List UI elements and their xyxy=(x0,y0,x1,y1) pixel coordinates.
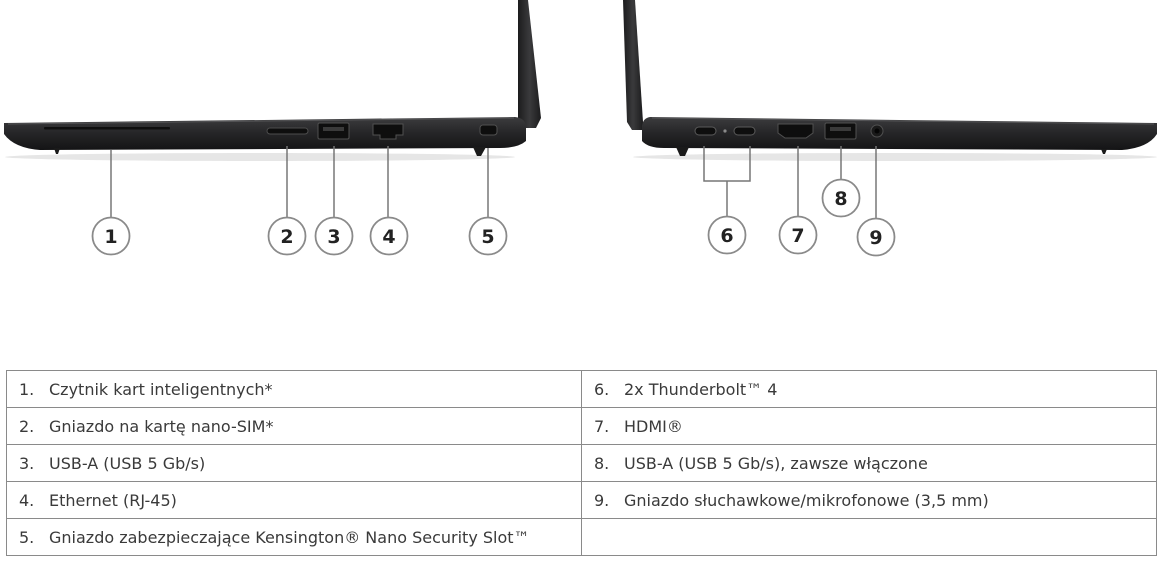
port-cell-4: 4. Ethernet (RJ-45) xyxy=(6,481,582,519)
callout-number-8: 8 xyxy=(834,188,847,210)
table-row: 2. Gniazdo na kartę nano-SIM* 7. HDMI® xyxy=(6,407,1157,445)
port-number: 1. xyxy=(19,379,35,399)
port-label: Gniazdo zabezpieczające Kensington® Nano… xyxy=(49,527,530,547)
port-number: 5. xyxy=(19,527,35,547)
port-label: USB-A (USB 5 Gb/s), zawsze włączone xyxy=(624,453,928,473)
base-left xyxy=(4,117,526,150)
callout-number-9: 9 xyxy=(869,227,882,249)
port-number: 8. xyxy=(594,453,610,473)
port-number: 2. xyxy=(19,416,35,436)
callout-1: 1 xyxy=(91,216,131,256)
foot-left-front xyxy=(54,148,60,154)
callout-7: 7 xyxy=(778,215,818,255)
lid-right xyxy=(623,0,643,130)
hdmi-port xyxy=(777,123,814,139)
callout-8: 8 xyxy=(821,178,861,218)
leader-6-bracket xyxy=(703,146,751,182)
callout-ring-9 xyxy=(856,217,896,257)
callout-4: 4 xyxy=(369,216,409,256)
port-number: 6. xyxy=(594,379,610,399)
lid-left xyxy=(518,0,541,128)
base-left-edge xyxy=(7,117,515,125)
usb-a-tongue-left xyxy=(323,127,344,131)
port-cell-2: 2. Gniazdo na kartę nano-SIM* xyxy=(6,407,582,445)
callout-6: 6 xyxy=(707,215,747,255)
callout-9: 9 xyxy=(856,217,896,257)
callout-number-4: 4 xyxy=(382,226,395,248)
port-number: 7. xyxy=(594,416,610,436)
base-right-edge xyxy=(651,117,1155,125)
kensington-slot xyxy=(479,124,498,136)
port-label: Ethernet (RJ-45) xyxy=(49,490,177,510)
port-number: 4. xyxy=(19,490,35,510)
port-cell-3: 3. USB-A (USB 5 Gb/s) xyxy=(6,444,582,482)
port-label: 2x Thunderbolt™ 4 xyxy=(624,379,778,399)
callout-2: 2 xyxy=(267,216,307,256)
port-cell-5: 5. Gniazdo zabezpieczające Kensington® Na… xyxy=(6,518,582,556)
callout-number-1: 1 xyxy=(104,226,117,248)
callout-5: 5 xyxy=(468,216,508,256)
port-label: Czytnik kart inteligentnych* xyxy=(49,379,273,399)
laptop-port-diagram: 1 2 3 4 5 6 7 8 9 xyxy=(4,0,1157,257)
base-right xyxy=(642,117,1157,150)
callout-ring-6 xyxy=(707,215,747,255)
callout-number-6: 6 xyxy=(720,225,733,247)
callout-ring-8 xyxy=(821,178,861,218)
thunderbolt-port-2 xyxy=(733,126,756,136)
callout-ring-1 xyxy=(91,216,131,256)
port-number: 3. xyxy=(19,453,35,473)
nano-sim-slot xyxy=(266,127,309,135)
usb-a-tongue-right xyxy=(830,127,851,131)
port-cell-9: 9. Gniazdo słuchawkowe/mikrofonowe (3,5 m… xyxy=(581,481,1157,519)
table-row: 3. USB-A (USB 5 Gb/s) 8. USB-A (USB 5 Gb/s… xyxy=(6,444,1157,482)
leader-lines xyxy=(110,146,877,218)
callout-number-2: 2 xyxy=(280,226,293,248)
port-legend-table: 1. Czytnik kart inteligentnych* 6. 2x Thun… xyxy=(6,370,1157,556)
shadow-left xyxy=(5,153,515,161)
port-label: Gniazdo na kartę nano-SIM* xyxy=(49,416,274,436)
callout-ring-7 xyxy=(778,215,818,255)
table-row: 5. Gniazdo zabezpieczające Kensington® Na… xyxy=(6,518,1157,556)
port-label: HDMI® xyxy=(624,416,683,436)
smart-card-slot xyxy=(44,127,170,130)
laptop-left-side xyxy=(4,0,541,161)
callout-3: 3 xyxy=(314,216,354,256)
port-label: Gniazdo słuchawkowe/mikrofonowe (3,5 mm) xyxy=(624,490,989,510)
port-cell-6: 6. 2x Thunderbolt™ 4 xyxy=(581,370,1157,408)
callout-number-3: 3 xyxy=(327,226,340,248)
foot-right-rear xyxy=(676,147,689,156)
audio-jack-hole xyxy=(874,128,880,134)
shadow-right xyxy=(633,153,1157,161)
port-cell-empty xyxy=(581,518,1157,556)
port-cell-8: 8. USB-A (USB 5 Gb/s), zawsze włączone xyxy=(581,444,1157,482)
port-label: USB-A (USB 5 Gb/s) xyxy=(49,453,206,473)
table-row: 1. Czytnik kart inteligentnych* 6. 2x Thun… xyxy=(6,370,1157,408)
table-row: 4. Ethernet (RJ-45) 9. Gniazdo słuchawkowe… xyxy=(6,481,1157,519)
callout-ring-3 xyxy=(314,216,354,256)
ethernet-port xyxy=(372,123,404,140)
callout-ring-2 xyxy=(267,216,307,256)
callout-number-7: 7 xyxy=(791,225,804,247)
laptop-right-side xyxy=(623,0,1157,161)
thunderbolt-port-1 xyxy=(694,126,717,136)
charge-led xyxy=(723,129,727,133)
port-cell-1: 1. Czytnik kart inteligentnych* xyxy=(6,370,582,408)
foot-right-front xyxy=(1101,149,1107,154)
callout-number-5: 5 xyxy=(481,226,494,248)
port-number: 9. xyxy=(594,490,610,510)
port-cell-7: 7. HDMI® xyxy=(581,407,1157,445)
callout-ring-5 xyxy=(468,216,508,256)
foot-left-rear xyxy=(473,147,486,156)
callout-ring-4 xyxy=(369,216,409,256)
